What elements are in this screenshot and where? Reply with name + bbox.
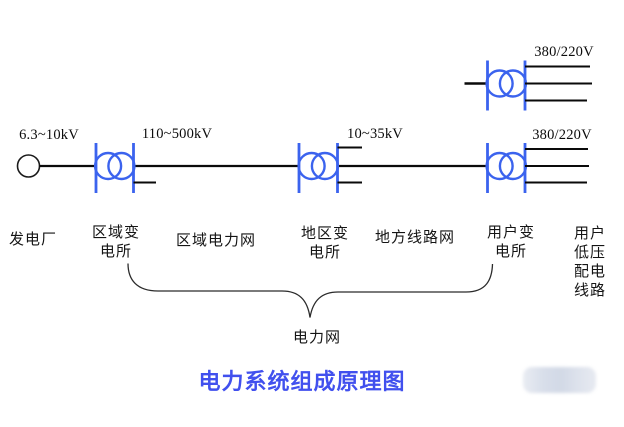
label-consumer-substation: 用户变 电所 (486, 225, 536, 260)
voltage-label-distribution: 10~35kV (347, 126, 403, 142)
label-power-network: 电力网 (292, 330, 342, 346)
transformer-icon-regional (93, 143, 136, 193)
label-regional-substation: 区域变 电所 (91, 225, 141, 260)
diagram-title: 电力系统组成原理图 (198, 369, 406, 394)
label-consumer-lv-lines: 用户低压 配电线路 (573, 226, 606, 299)
stub-lines (337, 146, 362, 184)
watermark-blur (523, 367, 596, 393)
label-local-line-network: 地方线路网 (374, 230, 456, 246)
voltage-label-lv-bottom: 380/220V (532, 127, 592, 143)
generator-icon (16, 154, 41, 178)
voltage-label-generator: 6.3~10kV (19, 127, 79, 143)
transformer-icon-consumer (485, 143, 528, 193)
label-district-substation: 地区变 电所 (300, 226, 350, 261)
voltage-label-lv-top: 380/220V (534, 44, 594, 60)
transformer-icon-consumer-upper (485, 60, 528, 111)
lv-feeder-lines-top (525, 65, 592, 102)
power-network-brace (127, 263, 494, 318)
lv-feeder-lines-bottom (525, 148, 589, 184)
label-power-plant: 发电厂 (8, 232, 58, 248)
transformer-icon-district (297, 143, 340, 193)
voltage-label-transmission: 110~500kV (141, 126, 213, 142)
label-regional-grid: 区域电力网 (175, 233, 257, 249)
